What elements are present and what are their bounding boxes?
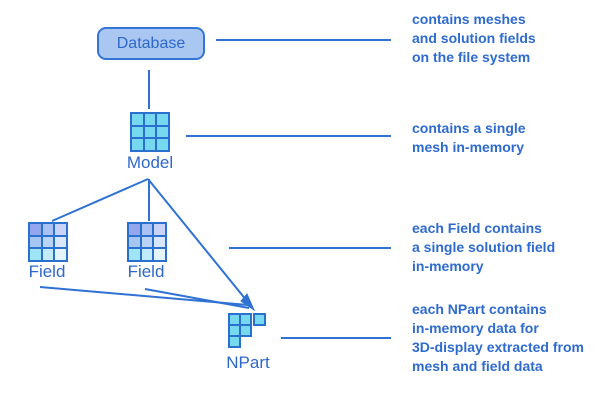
mesh-cell	[141, 224, 153, 235]
npart-label: NPart	[226, 353, 270, 372]
line-field1-to-npart	[39, 286, 249, 306]
mesh-cell	[132, 114, 143, 125]
arrowhead-npart	[240, 293, 256, 312]
mesh-cell	[42, 249, 54, 260]
annotation-field: each Field contains a single solution fi…	[412, 220, 556, 274]
mesh-cell	[228, 335, 241, 348]
database-label: Database	[116, 34, 186, 52]
mesh-cell	[55, 249, 66, 260]
npart-mesh-icon	[228, 313, 268, 351]
mesh-cell	[30, 224, 41, 235]
mesh-cell	[141, 236, 153, 248]
mesh-cell	[55, 224, 66, 235]
model-label: Model	[126, 153, 174, 172]
database-node: Database	[97, 27, 205, 60]
mesh-cell	[154, 224, 165, 235]
mesh-cell	[42, 224, 54, 235]
mesh-cell	[144, 126, 156, 138]
annotation-npart: each NPart contains in-memory data for 3…	[412, 301, 584, 374]
mesh-cell	[129, 249, 140, 260]
field1-mesh-icon	[28, 222, 68, 262]
mesh-cell	[157, 139, 168, 150]
model-mesh-icon	[130, 112, 170, 152]
annotation-database: contains meshes and solution fields on t…	[412, 11, 536, 65]
mesh-cell	[132, 126, 143, 138]
mesh-cell	[129, 236, 140, 248]
field2-mesh-icon	[127, 222, 167, 262]
mesh-cell	[132, 139, 143, 150]
mesh-cell	[154, 249, 165, 260]
line-field2-to-npart	[144, 288, 250, 309]
mesh-cell	[154, 236, 165, 248]
mesh-cell	[129, 224, 140, 235]
mesh-cell	[144, 114, 156, 125]
mesh-cell	[42, 236, 54, 248]
line-model-to-field1	[51, 178, 149, 222]
mesh-cell	[253, 313, 266, 326]
mesh-cell	[55, 236, 66, 248]
mesh-cell	[30, 236, 41, 248]
field2-label: Field	[127, 262, 165, 281]
mesh-cell	[239, 324, 252, 337]
mesh-cell	[141, 249, 153, 260]
mesh-cell	[157, 114, 168, 125]
mesh-cell	[144, 139, 156, 150]
annotation-model: contains a single mesh in-memory	[412, 120, 526, 155]
field1-label: Field	[28, 262, 66, 281]
mesh-cell	[157, 126, 168, 138]
mesh-cell	[30, 249, 41, 260]
